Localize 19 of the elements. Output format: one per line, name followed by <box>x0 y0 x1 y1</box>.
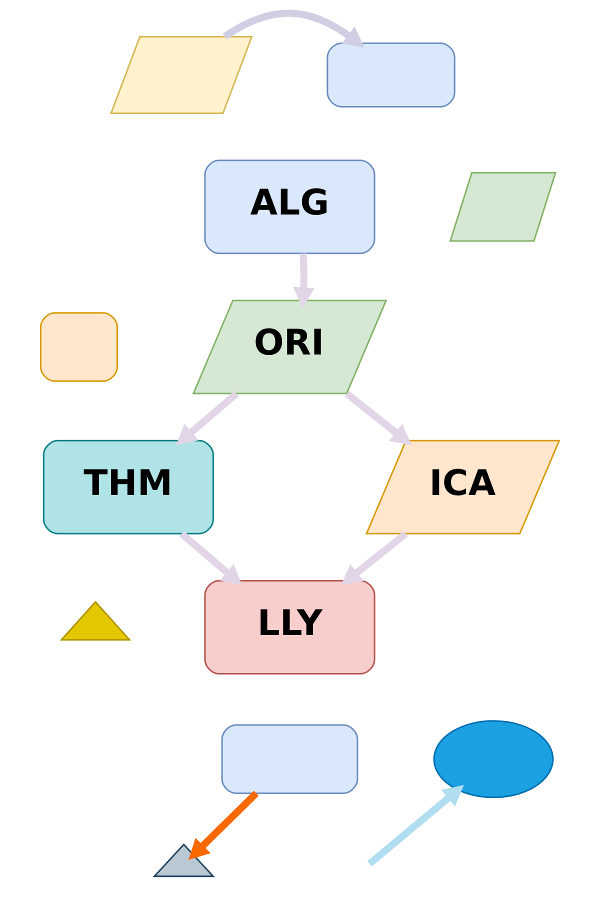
arrow <box>176 390 239 446</box>
node-box <box>221 724 358 794</box>
arrow <box>340 531 408 586</box>
node-box: THM <box>42 440 214 534</box>
node-box <box>326 42 456 108</box>
node-ellipse <box>433 720 554 798</box>
node-parallelogram <box>449 172 557 242</box>
node-box: LLY <box>204 580 376 675</box>
arrow <box>179 531 242 586</box>
node-box <box>40 312 118 382</box>
arrow <box>188 790 259 860</box>
node-parallelogram <box>110 36 253 114</box>
node-box: ALG <box>204 160 376 254</box>
node-triangle <box>60 600 132 641</box>
arrow <box>293 253 315 308</box>
arrow <box>344 390 412 446</box>
arrow <box>367 785 464 866</box>
node-triangle <box>152 843 215 878</box>
arrow <box>222 10 364 48</box>
